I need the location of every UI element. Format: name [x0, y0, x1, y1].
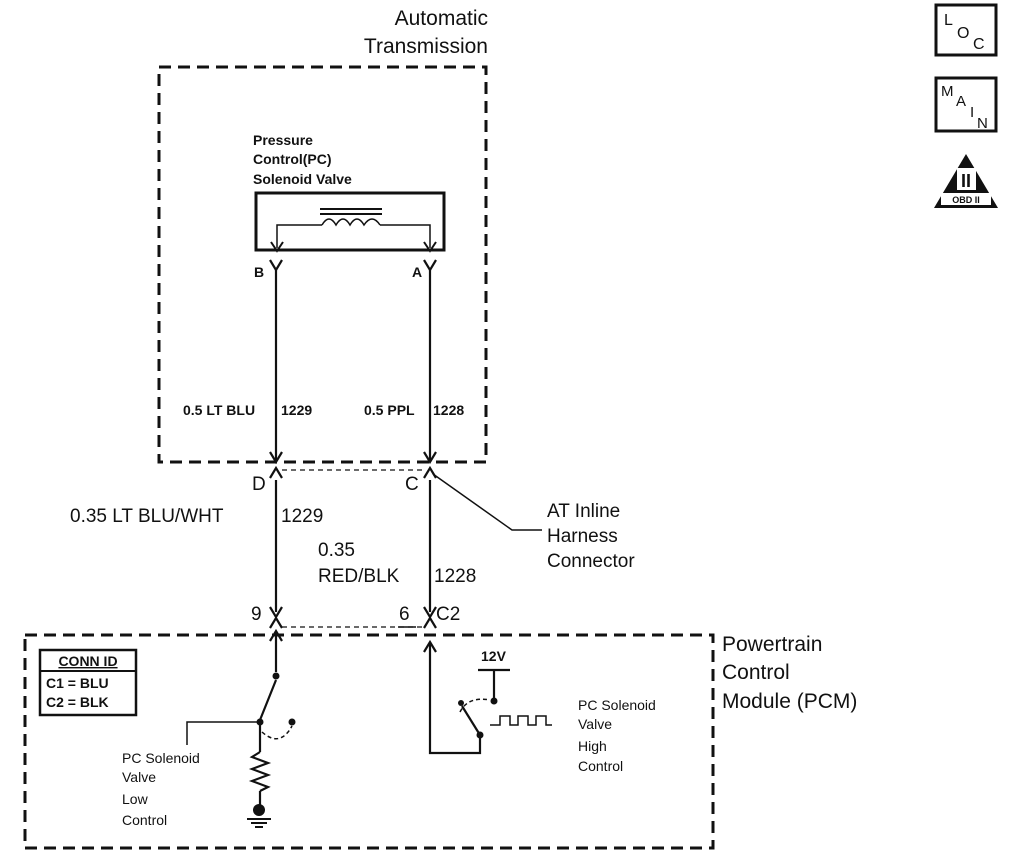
- wire-1228: [423, 270, 437, 629]
- automatic-transmission-block: Automatic Transmission Pressure Control(…: [157, 7, 488, 464]
- pin-c-connector-icon: [423, 465, 437, 479]
- loc-icon[interactable]: L O C: [934, 3, 998, 57]
- transmission-title-line1: Automatic: [395, 7, 488, 30]
- pcm-block: Powertrain Control Module (PCM) CONN ID …: [23, 628, 857, 850]
- high-control-label-line1: PC Solenoid: [578, 697, 656, 713]
- high-control-circuit: [423, 639, 552, 755]
- pin-b-connector-icon: [269, 259, 283, 273]
- conn-id-c1: C1 = BLU: [46, 675, 109, 691]
- wire-1229-top-label: 0.5 LT BLU: [183, 402, 255, 418]
- wire-1229-harness-label: 0.35 LT BLU/WHT: [70, 506, 224, 527]
- inline-connector-label-line1: AT Inline: [547, 501, 620, 522]
- pin-c-label: C: [405, 474, 419, 495]
- wire-1229: [269, 270, 283, 629]
- main-icon-m: M: [941, 83, 954, 100]
- wire-1229-harness-circuit: 1229: [281, 506, 323, 527]
- transmission-boundary: [157, 65, 488, 464]
- main-icon-a: A: [956, 93, 966, 110]
- loc-icon-o: O: [957, 25, 969, 42]
- high-control-label-line2: Valve: [578, 716, 612, 732]
- pcm-title-line2: Control: [722, 661, 790, 684]
- wire-1229-top-circuit: 1229: [281, 402, 312, 418]
- transmission-title-line2: Transmission: [364, 35, 488, 58]
- loc-icon-l: L: [944, 12, 953, 29]
- loc-icon-c: C: [973, 36, 985, 53]
- wire-1228-harness-label-line1: 0.35: [318, 540, 355, 561]
- inline-connector-leader: [432, 473, 542, 531]
- high-control-label-line4: Control: [578, 758, 623, 774]
- pin-d-label: D: [252, 474, 266, 495]
- wire-1228-top-label: 0.5 PPL: [364, 402, 415, 418]
- obd-icon-numeral: II: [961, 171, 971, 191]
- pin-b-label: B: [254, 264, 264, 280]
- wire-1228-top-circuit: 1228: [433, 402, 464, 418]
- pin-d-connector-icon: [269, 465, 283, 479]
- conn-id-table: CONN ID C1 = BLU C2 = BLK: [38, 648, 138, 717]
- solenoid-label-line2: Control(PC): [253, 151, 332, 167]
- low-control-label-line1: PC Solenoid: [122, 750, 200, 766]
- voltage-12v-label: 12V: [481, 648, 507, 664]
- main-icon-n: N: [977, 115, 988, 132]
- low-control-label-line3: Low: [122, 791, 149, 807]
- pcm-boundary: [23, 633, 715, 850]
- low-control-circuit: [186, 628, 296, 828]
- inline-connector-label-line2: Harness: [547, 526, 618, 547]
- wire-1228-harness-label-line2: RED/BLK: [318, 566, 400, 587]
- obd-icon-text: OBD II: [952, 195, 980, 205]
- pin-9-label: 9: [251, 604, 262, 625]
- high-control-label-line3: High: [578, 738, 607, 754]
- pcm-title-line3: Module (PCM): [722, 690, 857, 713]
- pin-a-connector-icon: [423, 259, 437, 273]
- pc-solenoid-valve-symbol: [254, 191, 446, 253]
- solenoid-label-line1: Pressure: [253, 132, 313, 148]
- wire-1228-harness-circuit: 1228: [434, 566, 476, 587]
- inline-connector-label-line3: Connector: [547, 551, 635, 572]
- main-icon[interactable]: M A I N: [934, 76, 998, 133]
- harness-wire-labels: 0.35 LT BLU/WHT 1229 0.35 RED/BLK 1228 9…: [70, 506, 476, 628]
- obd-ii-icon[interactable]: II OBD II: [934, 154, 998, 208]
- at-inline-harness-connector: D C AT Inline Harness Connector: [252, 465, 635, 572]
- pin-6-label: 6: [399, 604, 410, 625]
- low-control-label-line2: Valve: [122, 769, 156, 785]
- main-icon-i: I: [970, 104, 974, 121]
- pcm-title-line1: Powertrain: [722, 633, 822, 656]
- pin-a-label: A: [412, 264, 422, 280]
- conn-id-header: CONN ID: [58, 653, 117, 669]
- solenoid-label-line3: Solenoid Valve: [253, 171, 352, 187]
- connector-c2-label: C2: [436, 604, 460, 625]
- conn-id-c2: C2 = BLK: [46, 694, 109, 710]
- low-control-label-line4: Control: [122, 812, 167, 828]
